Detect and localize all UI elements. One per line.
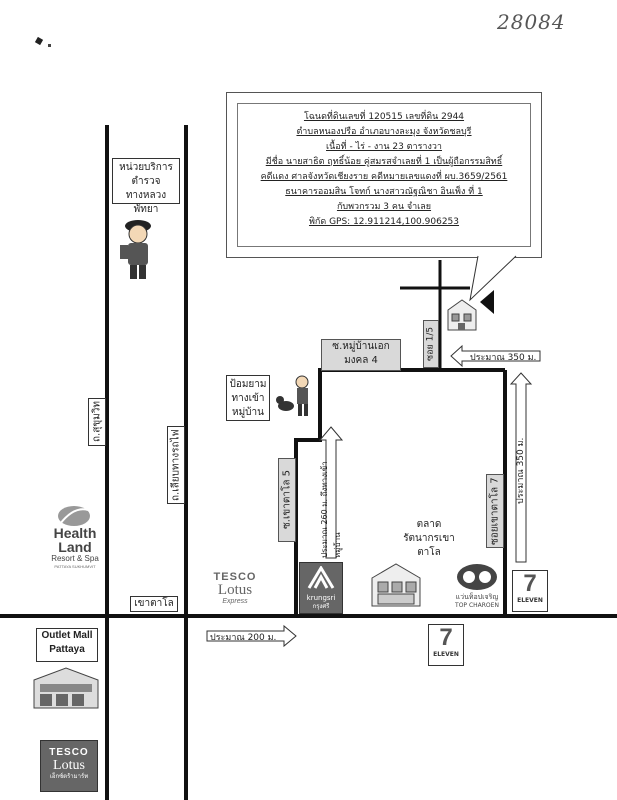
case-number: คดีแดง ศาลจังหวัดเชียงราย คดีหมายเลขแดงท… xyxy=(260,172,508,182)
deed-number: โฉนดที่ดินเลขที่ 120515 เลขที่ดิน 2944 xyxy=(303,112,465,122)
property-info-box: โฉนดที่ดินเลขที่ 120515 เลขที่ดิน 2944 ต… xyxy=(226,92,542,258)
seven-eleven-icon: 7 xyxy=(523,570,537,597)
dist-350m-horizontal: ประมาณ 350 ม. xyxy=(470,353,537,363)
document-number: 28084 xyxy=(497,10,566,34)
top-charoen-logo: แว่นท็อปเจริญ TOP CHAROEN xyxy=(455,593,499,609)
road-sukhumvit xyxy=(105,125,109,800)
arrow-260m xyxy=(318,426,344,559)
guard-post-label: ป้อมยามทางเข้าหมู่บ้าน xyxy=(226,375,270,421)
police-officer-icon xyxy=(120,220,151,279)
outlet-mall-building-icon xyxy=(33,667,99,709)
krungsri-emblem-icon xyxy=(307,565,335,589)
arrow-350m-horizontal xyxy=(450,344,541,368)
location: ตำบลหนองปรือ อำเภอบางละมุง จังหวัดชลบุรี xyxy=(296,127,472,137)
label-railway-road: ถ.เลียบทางรถไฟ xyxy=(167,426,185,504)
police-service-label: หน่วยบริการตำรวจทางหลวงพัทยา xyxy=(112,158,180,215)
seven-eleven-icon: 7 xyxy=(439,624,453,651)
health-land-leaf-icon xyxy=(58,506,90,526)
dist-350m-vertical: ประมาณ 350 ม. xyxy=(516,437,526,505)
krungsri-logo: krungsri กรุงศรี xyxy=(299,562,343,614)
top-charoen-icon xyxy=(457,564,497,590)
guard-with-dog-icon xyxy=(276,375,309,416)
tesco-lotus-extra-logo: TESCO Lotus เอ็กซ์ตร้ามาร์ท xyxy=(40,740,98,792)
market-label: ตลาดรัตนากรเขาตาโล xyxy=(403,519,455,558)
arrow-200m xyxy=(206,624,297,648)
plaintiff: ธนาคารออมสิน โจทก์ นางสาวณัฐณิชา อินเพ็ง… xyxy=(285,187,483,197)
label-soi-1-5: ซอย 1/5 xyxy=(423,320,439,368)
gps-coordinates: พิกัด GPS: 12.911214,100.906253 xyxy=(308,217,460,227)
outlet-mall-label: Outlet Mall Pattaya xyxy=(36,628,98,662)
road-railway xyxy=(184,125,188,800)
target-house-icon xyxy=(447,299,477,331)
owner: มีชื่อ นายสาธิต ฤทธิ์น้อย คู่สมรสจำเลยที… xyxy=(265,157,503,167)
dist-200m: ประมาณ 200 ม. xyxy=(210,633,277,643)
seven-eleven-logo: 7 ELEVEN xyxy=(512,570,548,612)
arrow-350m-vertical xyxy=(509,372,533,563)
scan-mark xyxy=(48,44,51,47)
label-sukhumvit: ถ.สุขุมวิท xyxy=(88,398,106,446)
dist-260m: ประมาณ 260 ม. ถึงทางเข้าหมู่บ้าน xyxy=(320,461,342,558)
tesco-lotus-express-logo: TESCO Lotus Express xyxy=(213,571,257,606)
health-land-logo: Health Land Resort & Spa PATTAYA SUKHUMV… xyxy=(51,525,99,569)
label-soi-khaotalo-7: ซอยเขาตาโล 7 xyxy=(486,474,504,548)
label-khao-talo: เขาตาโล xyxy=(130,596,178,612)
label-soi-village: ซ.หมู่บ้านเอกมงคล 4 xyxy=(321,339,401,371)
area: เนื้อที่ - ไร่ - งาน 23 ตารางวา xyxy=(326,142,442,152)
market-building-icon xyxy=(371,563,421,607)
defendants: กับพวกรวม 3 คน จำเลย xyxy=(336,202,432,212)
road-khaotalo xyxy=(0,614,617,618)
label-soi-khaotalo-5: ซ.เขาตาโล 5 xyxy=(278,458,296,542)
seven-eleven-logo: 7 ELEVEN xyxy=(428,624,464,666)
